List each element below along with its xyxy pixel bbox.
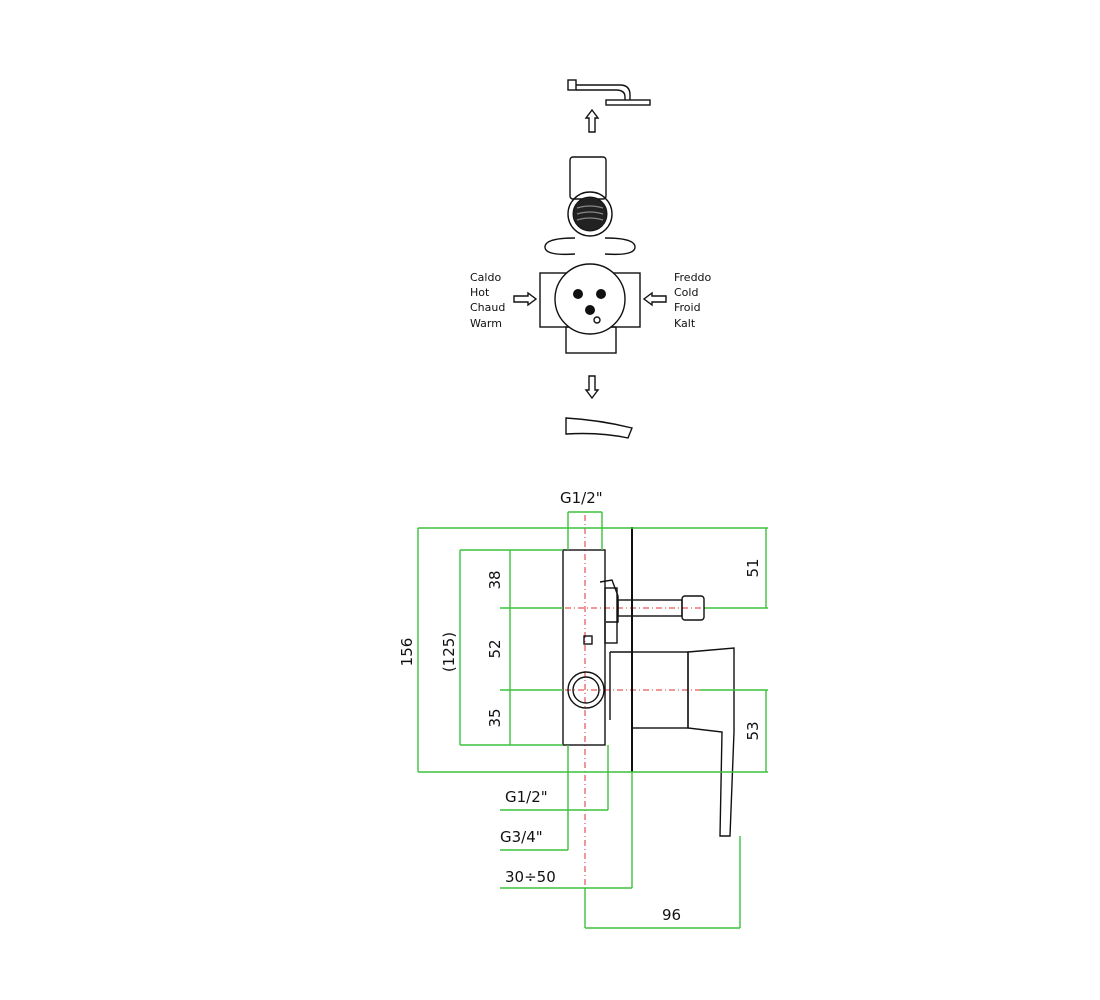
cold-label-de: Kalt [674, 317, 696, 330]
middle-spacing-label: 52 [486, 639, 504, 658]
projection-label: 96 [662, 906, 681, 924]
diverter-handle [544, 156, 636, 256]
spout-icon [565, 417, 633, 439]
diverter-spindle [599, 579, 705, 623]
right-lower-label: 53 [744, 721, 762, 740]
mixer-body [539, 263, 641, 354]
top-thread-label: G1/2" [560, 489, 603, 507]
shower-head-icon [567, 79, 651, 106]
hot-label-de: Warm [470, 317, 502, 330]
flow-schematic: Caldo Hot Chaud Warm Freddo Cold Froid K… [470, 79, 712, 439]
side-view: G1/2" 156 (125) 38 52 35 51 53 G1/2" G3/… [398, 489, 768, 929]
body-height-label: (125) [440, 632, 458, 672]
hot-label-en: Hot [470, 286, 490, 299]
arrow-right-icon [513, 291, 538, 307]
arrow-up-icon [584, 108, 600, 133]
bottom-thread-small-label: G1/2" [505, 788, 548, 806]
hot-label-it: Caldo [470, 271, 501, 284]
dimension-lines [417, 511, 768, 929]
arrow-left-icon [642, 291, 667, 307]
valve-body [562, 549, 606, 746]
cold-label-en: Cold [674, 286, 698, 299]
hot-label-fr: Chaud [470, 301, 505, 314]
upper-spacing-label: 38 [486, 570, 504, 589]
lower-spacing-label: 35 [486, 708, 504, 727]
hot-inlet-label: Caldo Hot Chaud Warm [470, 271, 505, 330]
arrow-down-icon [584, 375, 600, 400]
cold-label-fr: Froid [674, 301, 701, 314]
cold-inlet-label: Freddo Cold Froid Kalt [674, 271, 712, 330]
depth-range-label: 30÷50 [505, 868, 556, 886]
overall-height-label: 156 [398, 638, 416, 667]
cold-label-it: Freddo [674, 271, 712, 284]
bottom-thread-large-label: G3/4" [500, 828, 543, 846]
right-upper-label: 51 [744, 558, 762, 577]
lever-handle [631, 647, 735, 837]
